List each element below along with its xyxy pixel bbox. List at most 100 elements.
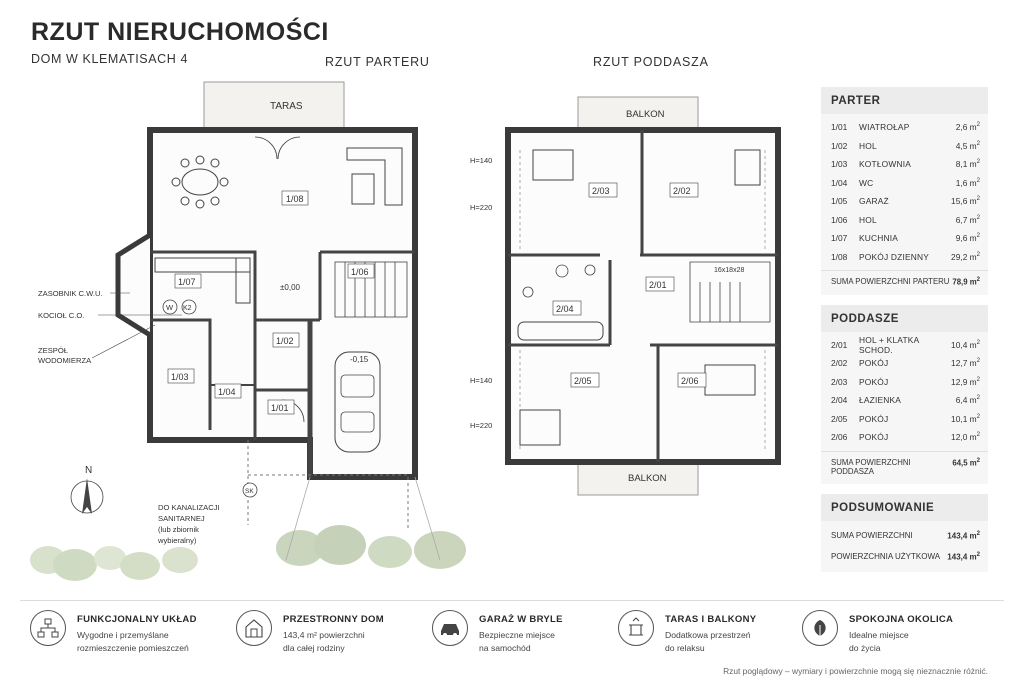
room-area: 6,7 m2 [955, 214, 980, 225]
room-area: 2,6 m2 [955, 122, 980, 133]
room-area: 10,1 m2 [951, 413, 980, 424]
feature-title: SPOKOJNA OKOLICA [849, 614, 954, 625]
layout-network-icon [30, 610, 66, 646]
room-1-03: 1/03 [171, 372, 189, 382]
attic-title: RZUT PODDASZA [593, 55, 709, 69]
room-1-07: 1/07 [178, 277, 196, 287]
room-area: 4,5 m2 [955, 140, 980, 151]
room-number: 2/01 [831, 339, 848, 350]
room-name: POKÓJ DZIENNY [859, 251, 930, 262]
parter-heading: PARTER [821, 87, 988, 114]
room-area: 29,2 m2 [951, 251, 980, 262]
terrace-label: TARAS [270, 101, 303, 112]
room-1-04: 1/04 [218, 387, 236, 397]
room-area: 1,6 m2 [955, 177, 980, 188]
room-area: 6,4 m2 [955, 395, 980, 406]
parter-sum-label: SUMA POWIERZCHNI PARTERU [831, 277, 950, 286]
room-name: WIATROŁAP [859, 122, 910, 133]
height-label-2: H=220 [470, 203, 492, 212]
ground-floor-plan [115, 81, 441, 561]
room-number: 1/04 [831, 177, 848, 188]
feature-title: FUNKCJONALNY UKŁAD [77, 614, 197, 625]
room-name: HOL + KLATKA SCHOD. [859, 334, 919, 355]
water-meter-label-1: ZESPÓŁ [38, 346, 68, 355]
summary-row: SUMA POWIERZCHNI 143,4 m2 [821, 521, 988, 547]
room-number: 2/06 [831, 432, 848, 443]
level-label: ±0,00 [280, 283, 301, 292]
parter-sum-value: 78,9 m2 [952, 277, 980, 287]
water-meter-label-2: WODOMIERZA [38, 356, 92, 365]
room-area: 8,1 m2 [955, 159, 980, 170]
room-name: WC [859, 177, 874, 188]
room-number: 2/05 [831, 413, 848, 424]
summary-label: SUMA POWIERZCHNI [831, 530, 913, 540]
ground-floor-title: RZUT PARTERU [325, 55, 430, 69]
water-heater-symbol: W [166, 303, 174, 312]
room-2-01: 2/01 [649, 280, 667, 290]
room-name: POKÓJ [859, 376, 889, 387]
room-1-02: 1/02 [276, 336, 294, 346]
room-name: HOL [859, 140, 877, 151]
boiler-tank-label: ZASOBNIK C.W.U. [38, 289, 103, 298]
room-2-02: 2/02 [673, 186, 691, 196]
height-label-4: H=220 [470, 421, 492, 430]
room-2-06: 2/06 [681, 376, 699, 386]
room-1-01: 1/01 [271, 403, 289, 413]
house-size-icon [236, 610, 272, 646]
feature-title: PRZESTRONNY DOM [283, 614, 384, 625]
garage-level-label: -0,15 [350, 355, 369, 364]
balcony-bottom-label: BALKON [628, 473, 667, 484]
feature-layout: FUNKCJONALNY UKŁAD Wygodne i przemyślane… [30, 610, 220, 660]
room-1-08: 1/08 [286, 194, 304, 204]
summary-value: 143,4 m2 [947, 530, 980, 541]
disclaimer-footnote: Rzut poglądowy – wymiary i powierzchnie … [723, 666, 988, 676]
parter-row: 1/01 WIATROŁAP 2,6 m2 [831, 118, 980, 137]
car-icon [432, 610, 468, 646]
terrace-icon [618, 610, 654, 646]
sewage-label-1: DO KANALIZACJI [158, 503, 220, 512]
room-number: 1/01 [831, 122, 848, 133]
height-label-3: H=140 [470, 376, 492, 385]
room-2-04: 2/04 [556, 304, 574, 314]
summary-value: 143,4 m2 [947, 552, 980, 562]
poddasze-sum-label: SUMA POWIERZCHNI PODDASZA [831, 457, 911, 476]
feature-title: GARAŻ W BRYLE [479, 614, 563, 625]
north-label: N [85, 465, 92, 476]
room-1-06: 1/06 [351, 267, 369, 277]
room-name: KUCHNIA [859, 233, 899, 244]
leaf-icon [802, 610, 838, 646]
room-name: GARAŻ [859, 196, 889, 207]
parter-row: 1/04 WC 1,6 m2 [831, 174, 980, 193]
sk-symbol: SK [245, 488, 254, 495]
balcony-top-label: BALKON [626, 109, 665, 120]
room-area: 12,0 m2 [951, 432, 980, 443]
boiler-symbol: K2 [183, 305, 192, 312]
room-number: 1/05 [831, 196, 848, 207]
floor-plans: TARAS 1/08 1/07 1/06 1/02 1/03 1/04 1/01… [30, 81, 781, 581]
room-name: POKÓJ [859, 358, 889, 369]
greenery-decoration [30, 525, 466, 581]
